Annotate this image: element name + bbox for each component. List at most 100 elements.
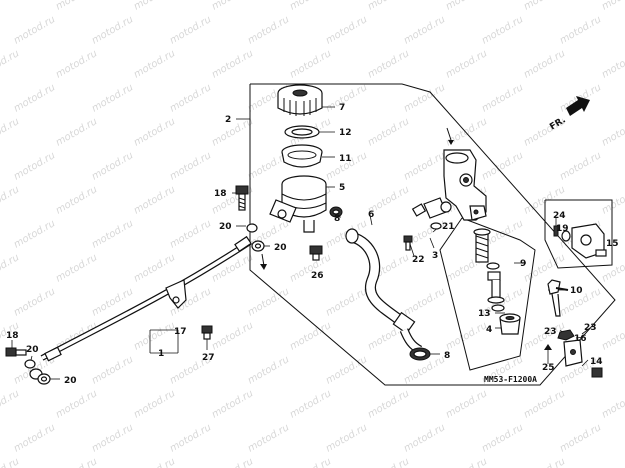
pin-marker: [544, 344, 552, 350]
watermark-text: motod.ru: [288, 48, 333, 80]
callout-label-20: 20: [219, 222, 232, 232]
watermark-text: motod.ru: [132, 184, 177, 216]
watermark-text: motod.ru: [366, 116, 411, 148]
hose-arrow-head: [260, 264, 267, 270]
watermark-text: motod.ru: [444, 0, 489, 13]
watermark-text: motod.ru: [246, 14, 291, 46]
watermark-text: motod.ru: [366, 456, 411, 468]
callout-label-22: 22: [412, 255, 425, 265]
callout-label-24: 24: [553, 211, 566, 221]
watermark-text: motod.ru: [480, 150, 525, 182]
watermark-text: motod.ru: [600, 48, 625, 80]
rod-joint: [563, 339, 603, 378]
brake-hose: [40, 235, 252, 362]
watermark-text: motod.ru: [90, 354, 135, 386]
callout-label-20: 20: [274, 243, 287, 253]
callout-label-14: 14: [590, 357, 603, 367]
callout-label-20: 20: [26, 345, 39, 355]
bolt-18-top: [235, 185, 249, 211]
callout-label-23: 23: [584, 323, 597, 333]
watermark-text: motod.ru: [600, 320, 625, 352]
watermark-text: motod.ru: [324, 14, 369, 46]
watermark-text: motod.ru: [132, 116, 177, 148]
watermark-text: motod.ru: [444, 320, 489, 352]
reservoir-tank: [269, 175, 327, 233]
watermark-text: motod.ru: [402, 150, 447, 182]
watermark-text: motod.ru: [12, 422, 57, 454]
watermark-text: motod.ru: [480, 14, 525, 46]
watermark-text: motod.ru: [90, 14, 135, 46]
hose-clamp: [165, 279, 187, 309]
callout-label-8: 8: [334, 214, 340, 224]
callout-label-11: 11: [339, 154, 352, 164]
watermark-text: motod.ru: [600, 388, 625, 420]
assembly-arrow-head: [448, 140, 454, 145]
watermark-text: motod.ru: [522, 252, 567, 284]
o-ring: [430, 222, 442, 230]
watermark-text: motod.ru: [90, 218, 135, 250]
callout-label-17: 17: [174, 327, 187, 337]
watermark-text: motod.ru: [54, 0, 99, 13]
callout-label-6: 6: [368, 210, 374, 220]
watermark-text: motod.ru: [168, 82, 213, 114]
watermark-text: motod.ru: [288, 456, 333, 468]
watermark-text: motod.ru: [210, 456, 255, 468]
watermark-text: motod.ru: [210, 116, 255, 148]
reservoir-plate: [284, 125, 320, 139]
watermark-text: motod.ru: [54, 116, 99, 148]
watermark-text: motod.ru: [0, 252, 21, 284]
watermark-text: motod.ru: [132, 320, 177, 352]
watermark-text: motod.ru: [90, 150, 135, 182]
hose-clip-8-bottom: [409, 347, 431, 361]
callout-label-19: 19: [556, 224, 569, 234]
watermark-text: motod.ru: [558, 14, 603, 46]
callout-label-10: 10: [570, 286, 583, 296]
watermark-text: motod.ru: [288, 0, 333, 13]
master-cylinder-body: [443, 149, 487, 221]
watermark-text: motod.ru: [522, 48, 567, 80]
watermark-text: motod.ru: [324, 82, 369, 114]
callout-label-20: 20: [64, 376, 77, 386]
watermark-text: motod.ru: [402, 286, 447, 318]
watermark-text: motod.ru: [324, 422, 369, 454]
watermark-text: motod.ru: [54, 252, 99, 284]
watermark-text: motod.ru: [12, 14, 57, 46]
watermark-text: motod.ru: [210, 252, 255, 284]
watermark-text: motod.ru: [0, 0, 21, 13]
watermark-text: motod.ru: [522, 388, 567, 420]
watermark-text: motod.ru: [444, 388, 489, 420]
watermark-text: motod.ru: [12, 82, 57, 114]
watermark-text: motod.ru: [132, 48, 177, 80]
callout-label-16: 16: [574, 334, 587, 344]
watermark-text: motod.ru: [600, 456, 625, 468]
bracket: [553, 223, 607, 259]
watermark-text: motod.ru: [54, 48, 99, 80]
hose-clip-8-top: [329, 206, 343, 218]
callout-label-21: 21: [442, 222, 455, 232]
watermark-text: motod.ru: [132, 0, 177, 13]
watermark-text: motod.ru: [600, 0, 625, 13]
watermark-text: motod.ru: [366, 0, 411, 13]
callout-label-5: 5: [339, 183, 345, 193]
callout-label-8: 8: [444, 351, 450, 361]
callout-labels: 1234567889101112131415161718181920202020…: [6, 103, 619, 386]
hose-joint: [411, 197, 452, 219]
callout-label-18: 18: [214, 189, 227, 199]
watermark-text: motod.ru: [600, 116, 625, 148]
callout-label-23: 23: [544, 327, 557, 337]
callout-label-12: 12: [339, 128, 352, 138]
screw-22: [403, 235, 413, 251]
piston-boot: [499, 313, 521, 335]
watermark-text: motod.ru: [54, 456, 99, 468]
callout-label-9: 9: [520, 259, 526, 269]
banjo-bolt-bottom: [5, 347, 51, 385]
bolt-27: [201, 325, 213, 340]
watermark-text: motod.ru: [558, 150, 603, 182]
watermark-text: motod.ru: [288, 320, 333, 352]
watermark-text: motod.ru: [522, 456, 567, 468]
watermark-text: motod.ru: [210, 320, 255, 352]
callout-label-2: 2: [225, 115, 231, 125]
watermark-text: motod.ru: [246, 286, 291, 318]
